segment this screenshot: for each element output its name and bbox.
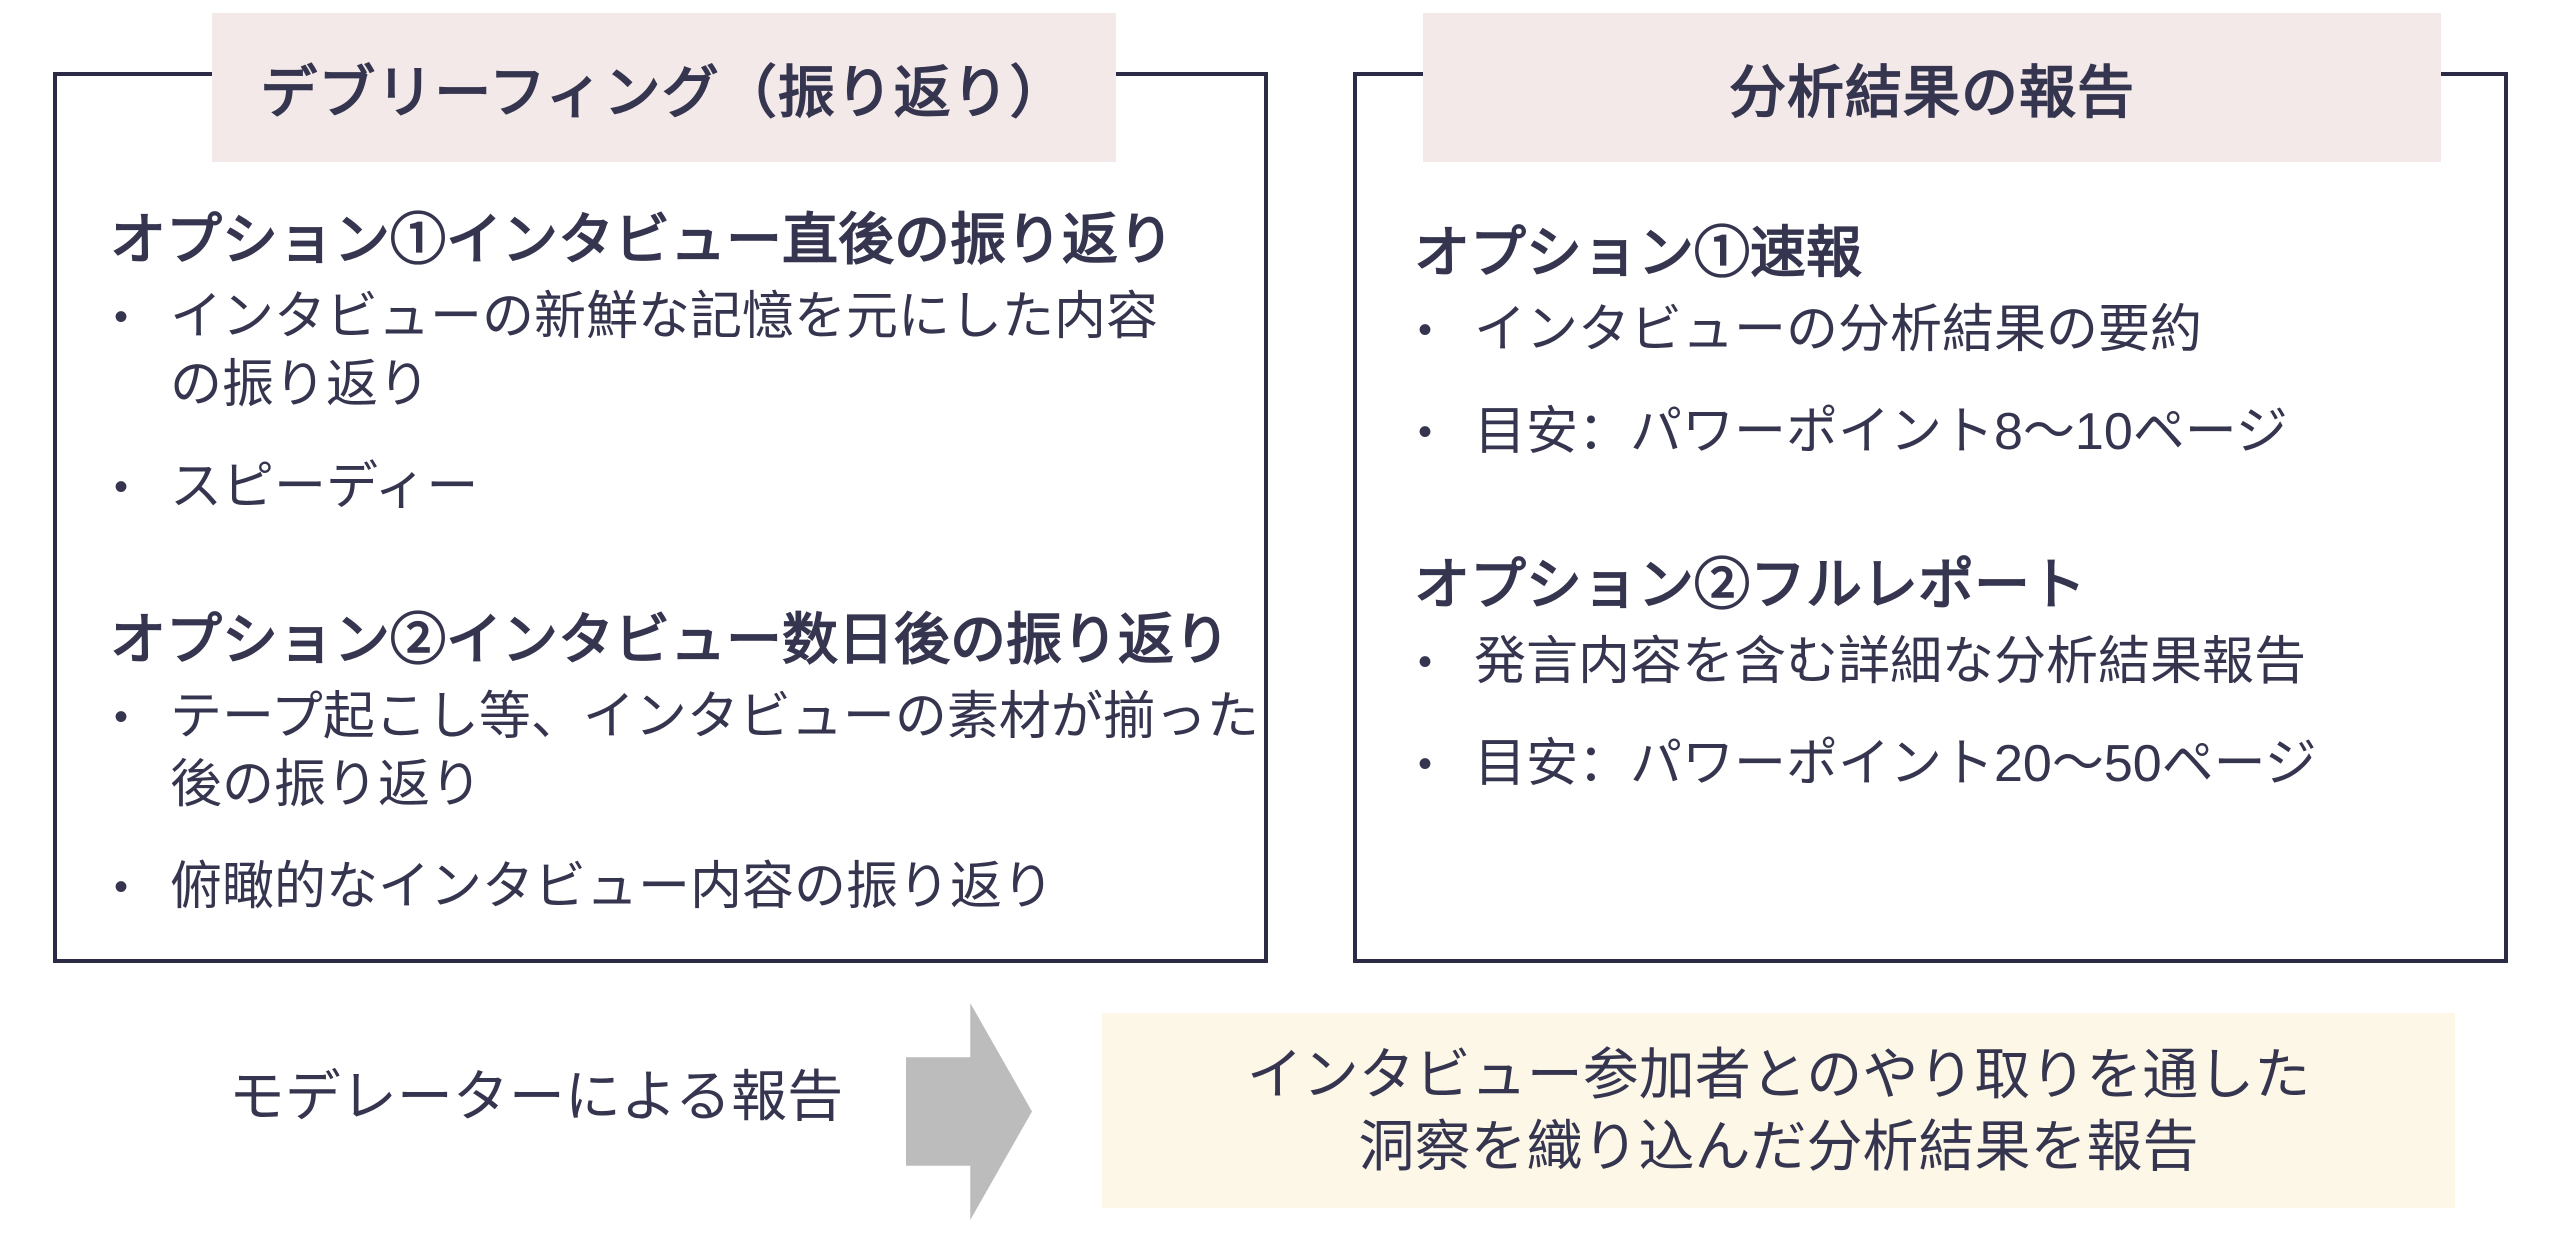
list-item: • インタビューの新鮮な記憶を元にした内容 の振り返り [110,283,1260,419]
list-item: • 発言内容を含む詳細な分析結果報告 [1414,628,2500,696]
bullet-text: テープ起こし等、インタビューの素材が揃った 後の振り返り [170,683,1259,819]
bullet-line: の振り返り [170,356,431,414]
debriefing-panel [53,72,1268,963]
bullet-line: テープ起こし等、インタビューの素材が揃った [170,688,1259,746]
bullet-line: 目安：パワーポイント20～50ページ [1474,735,2317,793]
analysis-report-panel-content: オプション①速報 • インタビューの分析結果の要約 • 目安：パワーポイント8～… [1414,218,2500,798]
debriefing-option-2-section: オプション②インタビュー数日後の振り返り • テープ起こし等、インタビューの素材… [110,605,1260,921]
bullet-text: インタビューの分析結果の要約 [1474,296,2202,364]
bullet-text: インタビューの新鮮な記憶を元にした内容 の振り返り [170,283,1158,419]
analysis-report-panel [1353,72,2508,963]
section-heading: オプション①インタビュー直後の振り返り [110,208,1174,271]
bullet-dot-icon: • [1418,742,1433,786]
bullet-text: 目安：パワーポイント8～10ページ [1474,398,2288,466]
bullet-line: 俯瞰的なインタビュー内容の振り返り [170,858,1055,916]
bullet-line: インタビューの分析結果の要約 [1474,301,2203,359]
report-option-2-section: オプション②フルレポート • 発言内容を含む詳細な分析結果報告 • 目安：パワー… [1414,550,2500,798]
bullet-line: 後の振り返り [170,756,483,814]
bullet-line: 発言内容を含む詳細な分析結果報告 [1474,633,2307,691]
bullet-dot-icon: • [114,865,129,909]
bullet-text: 目安：パワーポイント20～50ページ [1474,730,2317,798]
list-item: • 目安：パワーポイント8～10ページ [1414,398,2500,466]
bullet-dot-icon: • [114,695,129,739]
report-option-1-section: オプション①速報 • インタビューの分析結果の要約 • 目安：パワーポイント8～… [1414,218,2500,466]
debriefing-panel-content: オプション①インタビュー直後の振り返り • インタビューの新鮮な記憶を元にした内… [110,205,1260,921]
bullet-dot-icon: • [114,465,129,509]
bullet-dot-icon: • [1418,308,1433,352]
bullet-line: 目安：パワーポイント8～10ページ [1474,403,2288,461]
result-highlight-box: インタビュー参加者とのやり取りを通した 洞察を織り込んだ分析結果を報告 [1102,1013,2455,1208]
right-arrow-icon [906,1003,1032,1220]
list-item: • インタビューの分析結果の要約 [1414,296,2500,364]
bullet-line: スピーディー [170,458,479,516]
moderator-report-label: モデレーターによる報告 [228,1065,844,1128]
bullet-text: スピーディー [170,453,478,521]
bullet-dot-icon: • [1418,640,1433,684]
bullet-text: 発言内容を含む詳細な分析結果報告 [1474,628,2306,696]
list-item: • テープ起こし等、インタビューの素材が揃った 後の振り返り [110,683,1260,819]
list-item: • 目安：パワーポイント20～50ページ [1414,730,2500,798]
result-line: インタビュー参加者とのやり取りを通した [1246,1042,2311,1106]
bullet-text: 俯瞰的なインタビュー内容の振り返り [170,853,1054,921]
section-heading: オプション②インタビュー数日後の振り返り [110,608,1230,671]
analysis-report-panel-title: 分析結果の報告 [1423,13,2441,162]
bullet-line: インタビューの新鮮な記憶を元にした内容 [170,288,1159,346]
bullet-dot-icon: • [114,295,129,339]
list-item: • スピーディー [110,453,1260,521]
debriefing-panel-title: デブリーフィング（振り返り） [212,13,1116,162]
debriefing-option-1-section: オプション①インタビュー直後の振り返り • インタビューの新鮮な記憶を元にした内… [110,205,1260,521]
section-heading: オプション②フルレポート [1414,553,2086,616]
bullet-dot-icon: • [1418,410,1433,454]
list-item: • 俯瞰的なインタビュー内容の振り返り [110,853,1260,921]
result-line: 洞察を織り込んだ分析結果を報告 [1358,1114,2199,1178]
section-heading: オプション①速報 [1414,221,1862,284]
